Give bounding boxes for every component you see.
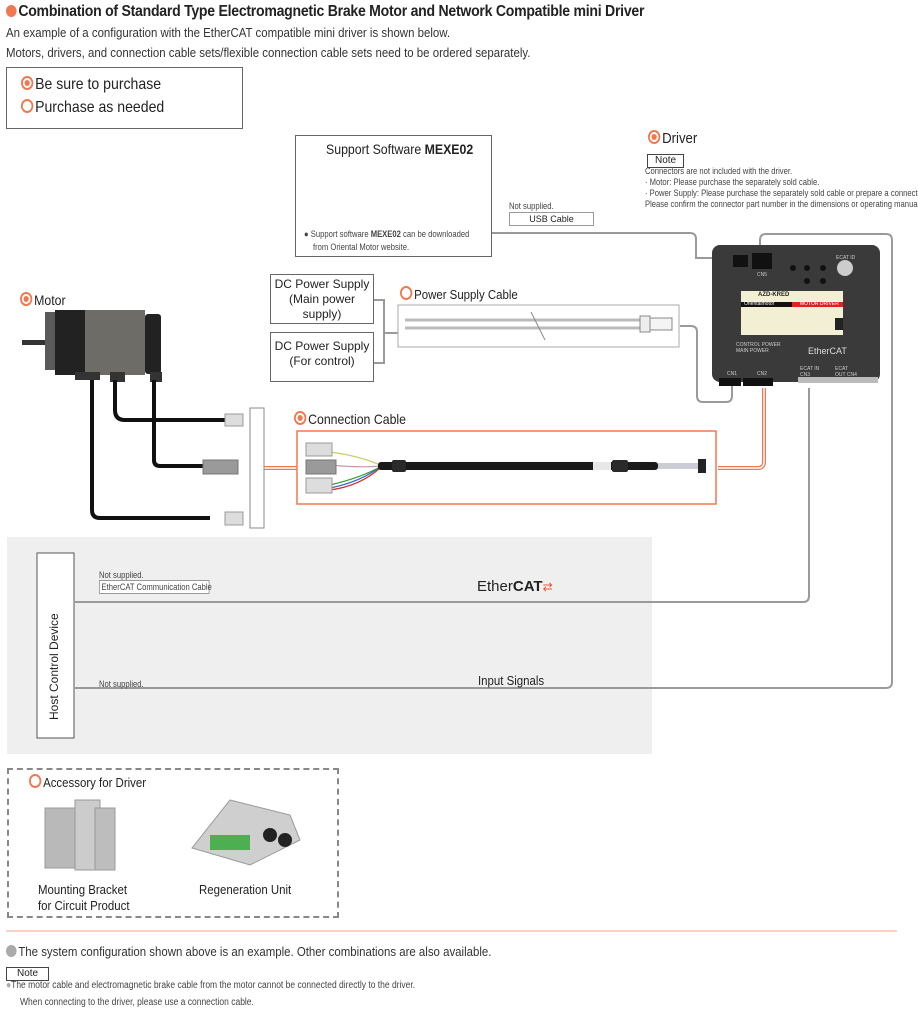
software-box: Support Software MEXE02 ● Support softwa… (295, 135, 492, 257)
driver-note-3: · Power Supply: Please purchase the sepa… (645, 188, 918, 198)
driver-note-label: Note (647, 150, 685, 168)
power-cable-title: Power Supply Cable (400, 286, 518, 302)
input-not-supplied: Not supplied. (99, 679, 144, 689)
encoder-cable (152, 380, 205, 468)
footer-note-label: Note (6, 963, 50, 981)
footer-example: The system configuration shown above is … (6, 944, 491, 959)
driver-model: AZD-KRED (758, 292, 790, 298)
regen-label: Regeneration Unit (199, 882, 292, 897)
ethercat-arrow-icon: ⇄ (542, 580, 553, 594)
driver-brand: Orientalmotor (744, 301, 775, 307)
bracket-label-2: for Circuit Product (38, 898, 130, 913)
page-title: Combination of Standard Type Electromagn… (6, 3, 644, 21)
required-icon (20, 292, 33, 306)
legend-required: Be sure to purchase (21, 76, 161, 94)
legend-optional: Purchase as needed (21, 99, 164, 117)
host-device-title: Host Control Device (47, 613, 61, 720)
dc-power-control-box: DC Power Supply(For control) (270, 332, 374, 382)
motor-connector-strip (249, 407, 265, 529)
intro-line-1: An example of a configuration with the E… (6, 25, 451, 40)
required-icon (294, 411, 307, 425)
accessory-title: Accessory for Driver (29, 774, 146, 790)
connection-cable-body (378, 462, 658, 470)
driver-cn3: ECAT IN CN3 (800, 366, 820, 378)
bullet-icon (6, 945, 17, 957)
driver-cn1: CN1 (727, 371, 738, 377)
ethercat-line (75, 388, 810, 603)
ethercat-logo: EtherCAT⇄ (477, 578, 553, 595)
accessory-box (7, 768, 339, 918)
driver-cn2: CN2 (757, 371, 768, 377)
input-signals-label: Input Signals (478, 673, 545, 688)
software-desc: ● Support software MEXE02 can be downloa… (304, 229, 470, 239)
driver-label (741, 291, 843, 335)
driver-cn5: CN5 (757, 272, 768, 278)
driver-control-power: CONTROL POWER (736, 342, 781, 348)
driver-note-4: Please confirm the connector part number… (645, 199, 918, 209)
power-merge-line (373, 299, 398, 364)
optional-icon (29, 774, 42, 788)
required-icon (648, 130, 661, 144)
bracket-label-1: Mounting Bracket (38, 882, 128, 897)
intro-line-2: Motors, drivers, and connection cable se… (6, 45, 531, 60)
driver-cn4: ECAT OUT CN4 (835, 366, 857, 378)
motor-shaft (22, 340, 52, 345)
driver-type: MOTOR DRIVER (800, 301, 839, 307)
required-icon (21, 76, 34, 90)
legend-box: Be sure to purchase Purchase as needed (6, 67, 243, 129)
footer-note-2: When connecting to the driver, please us… (20, 997, 254, 1008)
bullet-icon (6, 5, 17, 17)
motor-cable (90, 380, 210, 520)
conn-cable-line-outer (718, 388, 766, 470)
input-signal-line (75, 233, 893, 689)
ecat-cable-label: EtherCAT Communication Cable (99, 580, 212, 594)
usb-cable-line (491, 232, 728, 259)
motor-title: Motor (20, 292, 66, 308)
driver-note-2: · Motor: Please purchase the separately … (645, 177, 820, 187)
host-device-box (36, 552, 75, 739)
software-title: Support Software MEXE02 (326, 141, 474, 157)
optional-icon (400, 286, 413, 300)
driver-title: Driver (648, 130, 697, 147)
software-desc-2: from Oriental Motor website. (313, 242, 410, 252)
driver-ecat-id: ECAT ID (836, 255, 856, 261)
optional-icon (21, 99, 34, 113)
bullet-icon: ● (6, 980, 12, 991)
host-panel-bg (7, 537, 652, 754)
brake-cable (113, 380, 225, 422)
ecat-not-supplied: Not supplied. (99, 570, 144, 580)
connection-cable-title: Connection Cable (294, 411, 406, 427)
dc-power-main-box: DC Power Supply(Main power supply) (270, 274, 374, 324)
power-to-driver-line (680, 325, 733, 403)
footer-note-1: ●The motor cable and electromagnetic bra… (6, 980, 416, 991)
driver-note-1: Connectors are not included with the dri… (645, 166, 793, 176)
usb-not-supplied: Not supplied. (509, 201, 554, 211)
usb-cable-label: USB Cable (509, 212, 594, 226)
driver-main-power: MAIN POWER (736, 348, 769, 354)
driver-ethercat-logo: EtherCAT (808, 346, 847, 356)
